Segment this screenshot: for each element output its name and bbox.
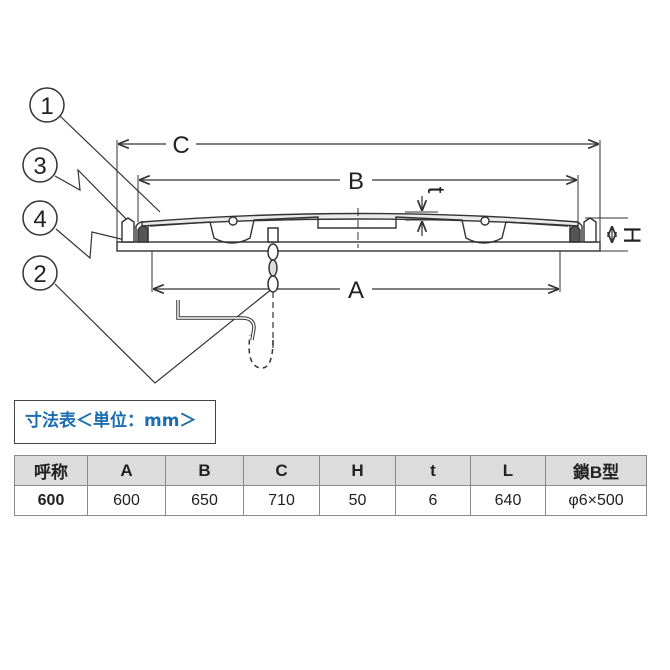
cell-H: 50 — [319, 485, 396, 516]
header-t: t — [395, 455, 471, 486]
dimension-table-title: 寸法表＜単位：mm＞ — [14, 400, 216, 444]
dim-C-label: C — [172, 132, 189, 159]
leader-3 — [54, 168, 136, 229]
dim-A-label: A — [348, 277, 364, 304]
callout-3: 3 — [22, 147, 58, 183]
dim-t-label: t — [422, 187, 449, 194]
left-boss — [228, 216, 238, 226]
dimension-lines — [118, 144, 612, 289]
cell-A: 600 — [87, 485, 166, 516]
callout-2-label: 2 — [33, 261, 46, 288]
header-C: C — [243, 455, 320, 486]
header-H: H — [319, 455, 396, 486]
cell-t: 6 — [395, 485, 471, 516]
frame-left-receiver — [121, 217, 135, 243]
dim-B-label: B — [348, 168, 364, 195]
chain-anchor — [267, 227, 279, 243]
header-L: L — [470, 455, 546, 486]
cover-cross-section-drawing: 1 3 4 2 — [22, 87, 645, 384]
chain-assembly — [176, 227, 279, 369]
table-row: 600 600 650 710 50 6 640 φ6×500 — [14, 485, 647, 516]
cell-nominal: 600 — [14, 485, 88, 516]
leader-2 — [54, 283, 279, 384]
callout-2: 2 — [22, 255, 58, 291]
chain-loop — [248, 334, 274, 369]
header-nominal: 呼称 — [14, 455, 88, 486]
left-gasket — [137, 225, 149, 243]
callout-4-label: 4 — [33, 206, 46, 233]
header-A: A — [87, 455, 166, 486]
leader-1 — [59, 115, 161, 213]
dim-H-label: H — [618, 226, 645, 243]
header-B: B — [165, 455, 244, 486]
right-boss — [480, 216, 490, 226]
dimension-table: 呼称 A B C H t L 鎖B型 600 600 650 710 50 6 … — [14, 455, 647, 516]
callout-1: 1 — [29, 87, 65, 123]
header-chain-type: 鎖B型 — [545, 455, 647, 486]
table-header-row: 呼称 A B C H t L 鎖B型 — [14, 455, 647, 486]
frame-right-receiver — [583, 217, 597, 243]
right-gasket — [569, 225, 581, 243]
cell-C: 710 — [243, 485, 320, 516]
callout-4: 4 — [22, 200, 58, 236]
cell-chain-type: φ6×500 — [545, 485, 647, 516]
callout-3-label: 3 — [33, 153, 46, 180]
cover-plate — [141, 208, 579, 248]
leader-4 — [55, 228, 126, 260]
callout-1-label: 1 — [40, 93, 53, 120]
cell-B: 650 — [165, 485, 244, 516]
cell-L: 640 — [470, 485, 546, 516]
